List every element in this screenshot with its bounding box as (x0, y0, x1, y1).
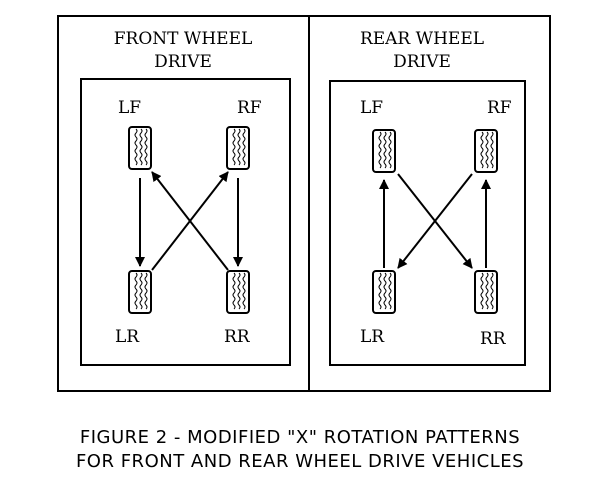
label-lr: LR (115, 327, 140, 347)
arrow-rr-to-lf (151, 171, 229, 271)
label-lr: LR (360, 327, 385, 347)
label-rf: RF (487, 98, 512, 118)
label-rr: RR (224, 327, 251, 347)
tire-rr (226, 270, 250, 314)
panel-title-line2: DRIVE (393, 52, 451, 72)
tire-lr (372, 270, 396, 314)
label-rf: RF (237, 98, 262, 118)
label-lf: LF (118, 98, 141, 118)
label-rr: RR (480, 329, 507, 349)
panel-rear-wheel-drive: REAR WHEEL DRIVE LF RF LR RR (329, 29, 526, 366)
panel-title-line1: REAR WHEEL (360, 29, 484, 49)
panel-title-line1: FRONT WHEEL (114, 29, 253, 49)
label-lf: LF (360, 98, 383, 118)
figure-caption-line1: FIGURE 2 - MODIFIED "X" ROTATION PATTERN… (80, 427, 520, 448)
tire-rr (474, 270, 498, 314)
outer-frame (57, 15, 551, 392)
tire-rf (226, 126, 250, 170)
panel-inner-box (80, 78, 291, 366)
tire-lr (128, 270, 152, 314)
tire-lf (128, 126, 152, 170)
figure-caption-line2: FOR FRONT AND REAR WHEEL DRIVE VEHICLES (76, 451, 524, 472)
panel-inner-box (329, 80, 526, 366)
tire-rf (474, 129, 498, 173)
panel-front-wheel-drive: FRONT WHEEL DRIVE LF RF LR RR (80, 29, 291, 366)
panel-title-line2: DRIVE (154, 52, 212, 72)
tire-lf (372, 129, 396, 173)
arrow-rf-to-lr (397, 173, 473, 269)
